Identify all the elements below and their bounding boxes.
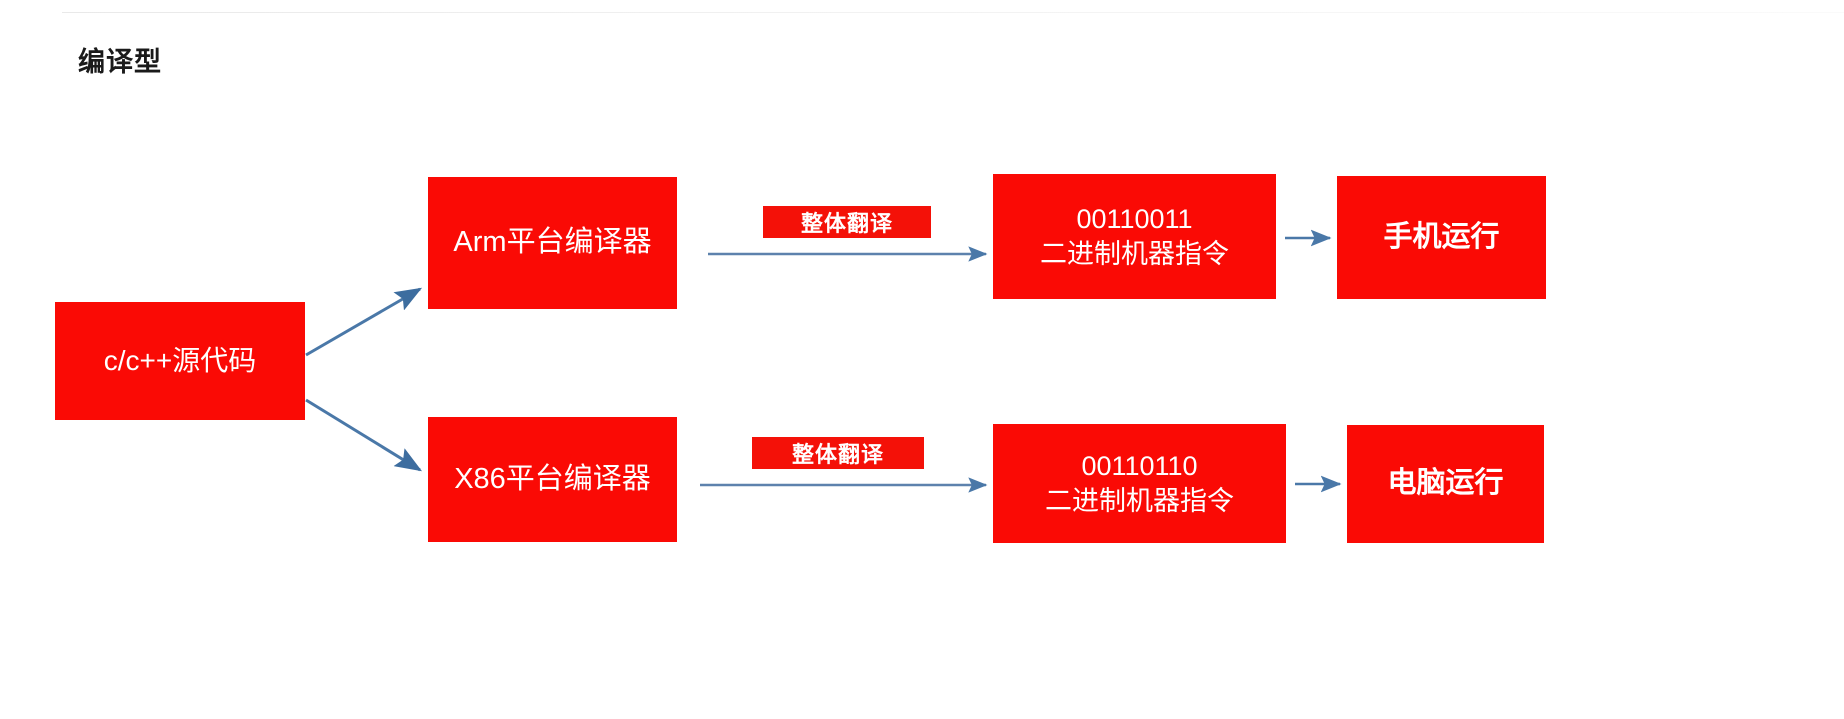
node-source-code-label: c/c++源代码 [103,345,257,377]
node-x86-compiler-label: X86平台编译器 [454,462,651,495]
node-phone-runtime[interactable]: 手机运行 [1337,176,1546,299]
arrow-source-to-arm [305,287,423,357]
node-binary-instructions-arm[interactable]: 00110011 二进制机器指令 [993,174,1276,299]
node-binary-instructions-arm-label: 00110011 二进制机器指令 [1040,203,1229,269]
node-pc-runtime[interactable]: 电脑运行 [1347,425,1544,543]
node-phone-runtime-label: 手机运行 [1383,220,1500,253]
node-arm-compiler[interactable]: Arm平台编译器 [428,177,677,309]
node-binary-instructions-x86[interactable]: 00110110 二进制机器指令 [993,424,1286,543]
node-source-code[interactable]: c/c++源代码 [55,302,305,420]
node-binary-instructions-x86-label: 00110110 二进制机器指令 [1045,450,1234,516]
edge-label-translate-bottom: 整体翻译 [752,437,924,469]
top-divider [62,12,1844,13]
page-title: 编译型 [78,47,162,77]
arrow-source-to-x86 [305,398,423,472]
node-arm-compiler-label: Arm平台编译器 [453,226,652,259]
edge-label-translate-top: 整体翻译 [763,206,931,238]
node-x86-compiler[interactable]: X86平台编译器 [428,417,677,542]
node-pc-runtime-label: 电脑运行 [1387,467,1504,500]
